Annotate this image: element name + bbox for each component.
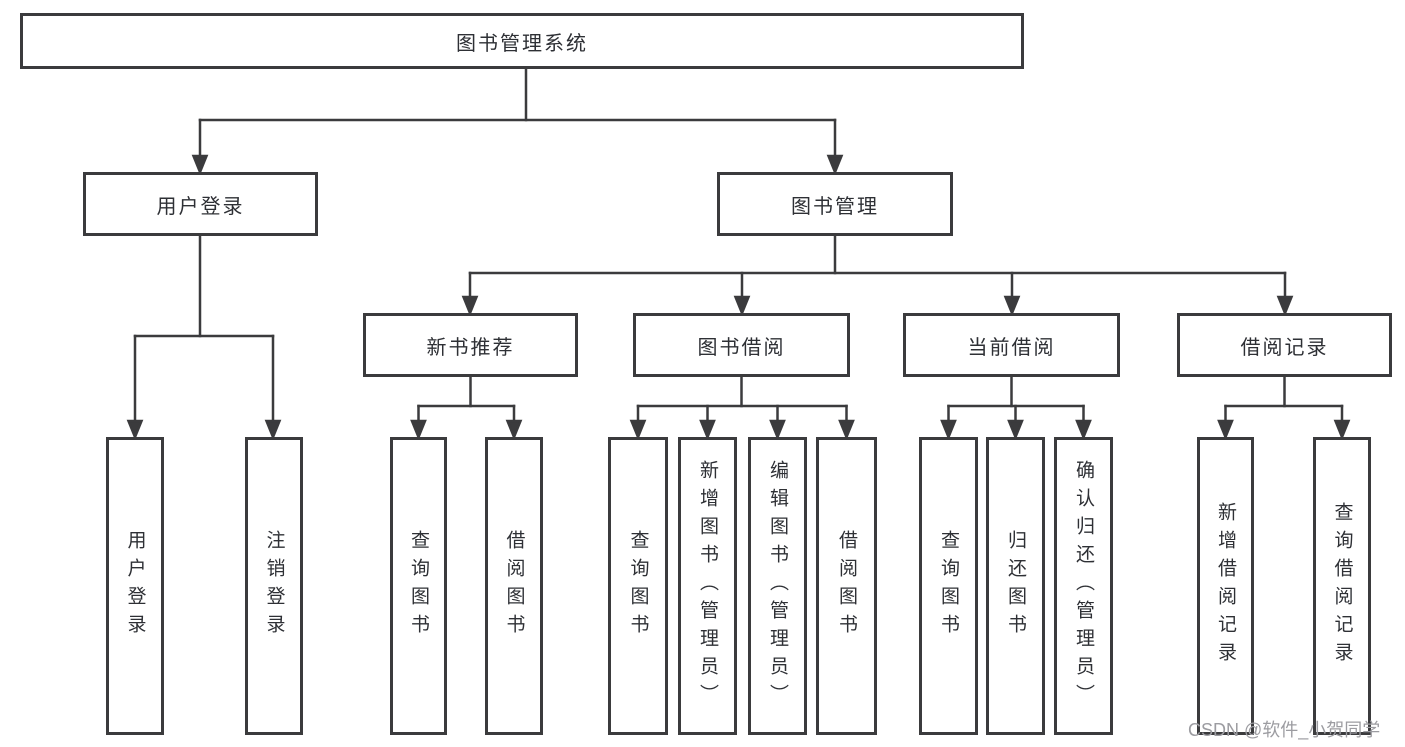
node-borrow-records-label: 借阅记录	[1240, 336, 1329, 359]
leaf-recommend-borrow-books-label: 借阅图书	[503, 530, 525, 642]
leaf-query-borrow-record: 查询借阅记录	[1313, 437, 1371, 735]
connector-book-management	[461, 234, 1294, 317]
leaf-recommend-query-books: 查询图书	[390, 437, 447, 735]
leaf-confirm-return-admin: 确认归还（管理员）	[1054, 437, 1113, 735]
leaf-add-borrow-record-label: 新增借阅记录	[1215, 502, 1236, 670]
leaf-add-books-admin-label: 新增图书（管理员）	[697, 460, 718, 712]
leaf-current-query-books-label: 查询图书	[938, 530, 959, 642]
leaf-borrow-books-label: 借阅图书	[836, 530, 857, 642]
node-current-borrow: 当前借阅	[903, 313, 1120, 377]
node-new-book-recommend: 新书推荐	[363, 313, 578, 377]
leaf-user-login: 用户登录	[106, 437, 164, 735]
leaf-confirm-return-admin-label: 确认归还（管理员）	[1073, 460, 1094, 712]
node-new-book-recommend-label: 新书推荐	[426, 336, 515, 359]
node-book-borrow-label: 图书借阅	[697, 336, 786, 359]
leaf-borrow-books: 借阅图书	[816, 437, 877, 735]
leaf-add-books-admin: 新增图书（管理员）	[678, 437, 737, 735]
leaf-query-borrow-record-label: 查询借阅记录	[1331, 502, 1353, 670]
connector-root	[191, 67, 844, 176]
leaf-recommend-query-books-label: 查询图书	[408, 530, 429, 642]
connector-new-book-recommend	[410, 375, 523, 441]
leaf-return-books-label: 归还图书	[1005, 530, 1026, 642]
connector-borrow-records	[1217, 375, 1351, 441]
leaf-edit-books-admin-label: 编辑图书（管理员）	[767, 460, 788, 712]
connector-user-login	[126, 234, 282, 441]
leaf-current-query-books: 查询图书	[919, 437, 978, 735]
leaf-add-borrow-record: 新增借阅记录	[1197, 437, 1254, 735]
node-borrow-records: 借阅记录	[1177, 313, 1392, 377]
leaf-recommend-borrow-books: 借阅图书	[485, 437, 543, 735]
node-current-borrow-label: 当前借阅	[967, 336, 1056, 359]
leaf-user-login-label: 用户登录	[124, 530, 146, 642]
leaf-return-books: 归还图书	[986, 437, 1045, 735]
node-user-login-label: 用户登录	[156, 195, 245, 218]
watermark: CSDN @软件_小贺同学	[1188, 720, 1381, 740]
node-root-label: 图书管理系统	[456, 32, 588, 55]
leaf-logout: 注销登录	[245, 437, 303, 735]
node-book-borrow: 图书借阅	[633, 313, 850, 377]
node-book-management-label: 图书管理	[791, 195, 879, 218]
connector-current-borrow	[940, 375, 1092, 441]
connector-book-borrow	[629, 375, 855, 441]
leaf-borrow-query-books-label: 查询图书	[627, 530, 649, 642]
node-book-management: 图书管理	[717, 172, 953, 236]
node-root: 图书管理系统	[20, 13, 1024, 69]
leaf-logout-label: 注销登录	[263, 530, 285, 642]
leaf-borrow-query-books: 查询图书	[608, 437, 668, 735]
node-user-login: 用户登录	[83, 172, 318, 236]
leaf-edit-books-admin: 编辑图书（管理员）	[748, 437, 807, 735]
